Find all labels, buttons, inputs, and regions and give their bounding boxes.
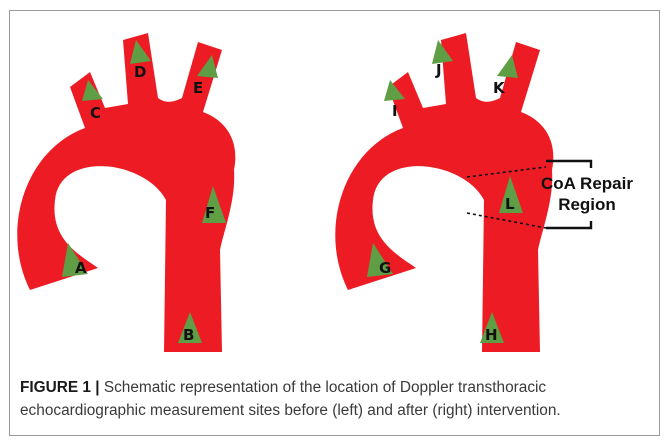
figure-caption: FIGURE 1 | Schematic representation of t… [20, 376, 660, 422]
marker-label-j: J [435, 61, 442, 79]
marker-label-i: I [392, 102, 398, 120]
marker-label-f: F [205, 204, 215, 222]
marker-label-a: A [75, 259, 87, 277]
marker-label-l: L [505, 195, 515, 213]
aorta-after [335, 33, 553, 352]
marker-label-d: D [134, 63, 146, 81]
marker-label-c: C [90, 104, 101, 122]
aorta-vessel-after [335, 33, 553, 352]
repair-region-label-line1: CoA Repair [541, 174, 633, 193]
marker-label-b: B [183, 326, 194, 344]
repair-region-label-line2: Region [558, 195, 616, 214]
marker-label-e: E [193, 79, 203, 97]
repair-region-bracket-bottom [546, 221, 591, 228]
marker-label-k: K [493, 79, 506, 97]
caption-text: Schematic representation of the location… [20, 379, 561, 419]
figure-label: FIGURE 1 | [20, 379, 100, 396]
marker-label-g: G [379, 259, 391, 277]
marker-label-h: H [485, 326, 498, 344]
